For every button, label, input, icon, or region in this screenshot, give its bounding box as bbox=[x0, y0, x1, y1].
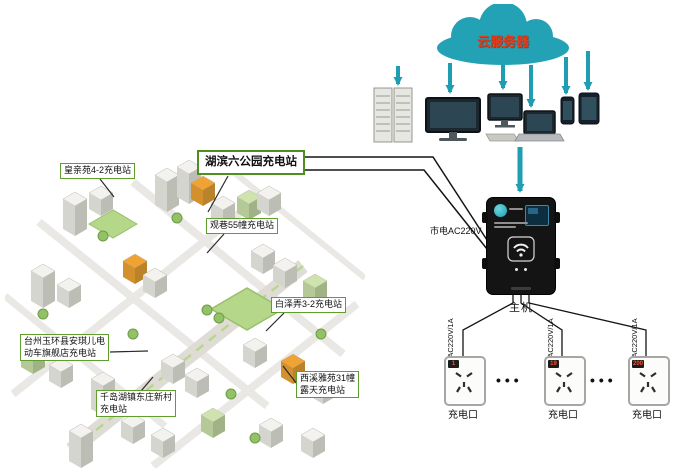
tv-monitor-icon bbox=[425, 97, 481, 141]
server-rack-icon bbox=[393, 87, 413, 143]
lcd-screen-icon bbox=[525, 205, 549, 226]
cloud-device-arrows bbox=[393, 51, 593, 108]
laptop-icon bbox=[514, 110, 565, 142]
station-label-text: 观巷55幢充电站 bbox=[210, 220, 275, 230]
power-socket-icon bbox=[639, 372, 657, 393]
cloud-label: 云服务器 bbox=[476, 34, 529, 49]
mounting-ear bbox=[554, 212, 560, 223]
ellipsis-dots: ••• bbox=[496, 372, 523, 388]
power-socket: 1 bbox=[444, 356, 486, 406]
station-label-qiandaohu: 千岛湖镇东庄新村 充电站 bbox=[96, 390, 177, 418]
wifi-icon bbox=[507, 236, 535, 262]
mounting-ear bbox=[482, 212, 488, 223]
station-label-text: 充电站 bbox=[100, 403, 128, 414]
label-text-bar bbox=[509, 208, 523, 210]
port-name-label: 充电口 bbox=[448, 410, 478, 421]
smartphone-icon bbox=[560, 96, 575, 125]
port-wires bbox=[462, 294, 647, 358]
station-label-taizhou-yuhuan: 台州玉环县安琪儿电 动车旗舰店充电站 bbox=[20, 334, 110, 362]
mains-power-label: 市电AC220V bbox=[430, 226, 482, 236]
port-number-display: 1 bbox=[448, 360, 459, 368]
label-text-bar bbox=[494, 222, 528, 224]
ellipsis-dots: ••• bbox=[590, 372, 617, 388]
station-label-text: 动车旗舰店充电站 bbox=[24, 347, 97, 358]
mounting-ear bbox=[482, 258, 488, 269]
tablet-icon bbox=[578, 92, 600, 125]
mains-wires bbox=[300, 156, 488, 250]
power-socket: 200 bbox=[628, 356, 670, 406]
power-socket-icon bbox=[455, 372, 473, 393]
station-label-text: 台州玉环县安琪儿电 bbox=[24, 336, 106, 346]
station-label-hubin-park: 湖滨六公园充电站 bbox=[197, 150, 305, 175]
station-label-xixi-yayuan: 西溪雅苑31幢 露天充电站 bbox=[296, 371, 360, 399]
client-devices bbox=[373, 87, 600, 143]
station-label-huangqinyuan: 皇亲苑4-2充电站 bbox=[60, 163, 136, 179]
controller-label: 主机 bbox=[509, 302, 533, 314]
port-name-label: 充电口 bbox=[548, 410, 578, 421]
led-dot bbox=[524, 268, 527, 271]
station-leader-lines bbox=[99, 175, 298, 392]
mounting-ear bbox=[554, 258, 560, 269]
station-label-text: 白泽弄3-2充电站 bbox=[275, 299, 343, 309]
station-label-text: 千岛湖镇东庄新村 bbox=[100, 392, 173, 402]
port-number-display: 19 bbox=[548, 360, 559, 368]
brand-logo-icon bbox=[494, 204, 507, 217]
charging-controller bbox=[482, 198, 560, 294]
station-label-text: 露天充电站 bbox=[300, 384, 346, 395]
station-label-baizenong: 白泽弄3-2充电站 bbox=[271, 297, 347, 313]
cloud-server: 云服务器 bbox=[428, 2, 578, 66]
desktop-monitor-icon bbox=[485, 93, 523, 142]
station-label-guanxiang: 观巷55幢充电站 bbox=[206, 218, 279, 234]
power-socket: 19 bbox=[544, 356, 586, 406]
bottom-slot bbox=[511, 287, 531, 290]
cloud-icon bbox=[437, 2, 569, 65]
port-number-display: 200 bbox=[632, 360, 645, 368]
led-dot bbox=[515, 268, 518, 271]
power-socket-icon bbox=[555, 372, 573, 393]
station-label-text: 皇亲苑4-2充电站 bbox=[64, 165, 132, 175]
server-rack-icon bbox=[373, 87, 393, 143]
station-label-text: 湖滨六公园充电站 bbox=[205, 156, 297, 168]
label-text-bar bbox=[494, 226, 516, 228]
port-name-label: 充电口 bbox=[632, 410, 662, 421]
station-label-text: 西溪雅苑31幢 bbox=[300, 373, 356, 383]
